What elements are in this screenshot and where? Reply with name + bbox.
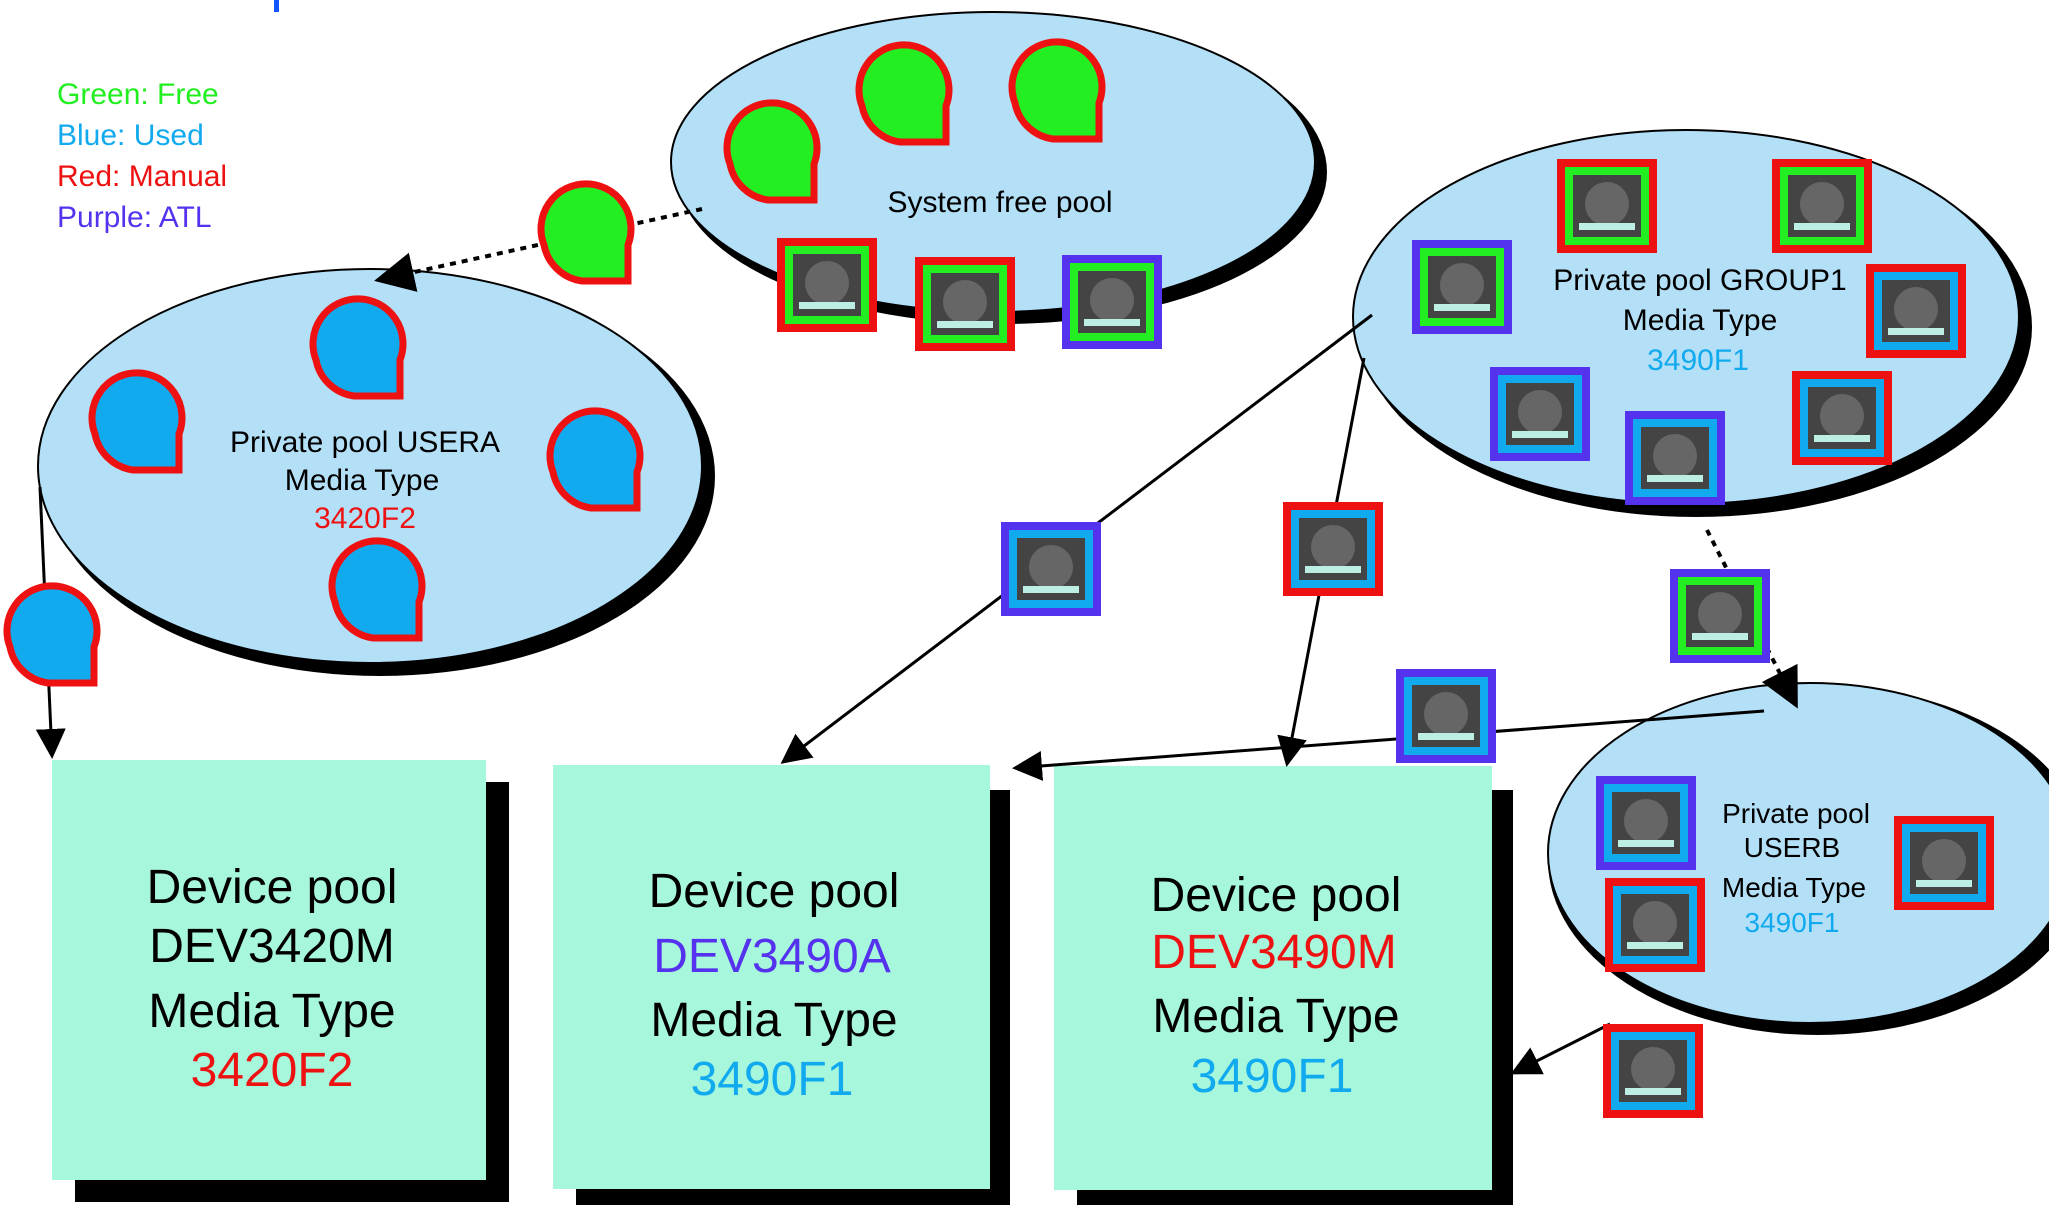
pool-label: Media Type <box>1722 872 1866 903</box>
pool-label: System free pool <box>887 186 1112 219</box>
private-pool-usera: Private pool USERA Media Type 3420F2 <box>37 268 715 676</box>
pool-label: Private pool GROUP1 <box>1553 264 1846 297</box>
tape-reel <box>328 537 426 642</box>
device-pool-label: DEV3420M <box>149 920 394 973</box>
tape-reel <box>855 41 953 146</box>
pool-label: Media Type <box>1623 304 1778 337</box>
device-pool-label: Media Type <box>650 994 897 1047</box>
device-pool-label: Media Type <box>1152 990 1399 1043</box>
pool-label: 3490F1 <box>1745 907 1840 938</box>
reels <box>3 38 1106 687</box>
tape-cartridge <box>1596 776 1696 870</box>
tape-reel <box>88 369 186 474</box>
device-pool-dev3420m: Device pool DEV3420M Media Type 3420F2 <box>52 760 509 1202</box>
tape-cartridge <box>1412 240 1512 334</box>
tape-reel <box>537 180 635 285</box>
legend-atl: Purple: ATL <box>57 201 212 234</box>
tape-cartridge <box>1605 878 1705 972</box>
tape-cartridge <box>1490 367 1590 461</box>
tape-cartridge <box>1283 502 1383 596</box>
tape-reel <box>723 99 821 204</box>
tape-cartridge <box>1866 264 1966 358</box>
tape-cartridge <box>1792 371 1892 465</box>
tape-cartridge <box>1396 669 1496 763</box>
legend-used: Blue: Used <box>57 119 204 152</box>
device-pool-label: 3420F2 <box>191 1044 354 1097</box>
pool-label: Media Type <box>285 464 440 497</box>
device-pool-label: Media Type <box>148 985 395 1038</box>
pool-label: Private pool <box>1722 798 1870 829</box>
tape-cartridge <box>1603 1024 1703 1118</box>
cartridges <box>777 159 1994 1118</box>
pool-label: USERB <box>1744 832 1840 863</box>
tape-reel <box>1008 38 1106 143</box>
tape-cartridge <box>1557 159 1657 253</box>
arrow-userb-to-dev3490a <box>1012 709 1765 781</box>
header-fragment <box>274 0 279 12</box>
pool-label: Private pool USERA <box>230 426 500 459</box>
device-pool-label: DEV3490M <box>1151 926 1396 979</box>
device-pool-label: Device pool <box>147 861 398 914</box>
tape-reel <box>546 407 644 512</box>
device-pool-label: Device pool <box>649 865 900 918</box>
tape-cartridge <box>1062 255 1162 349</box>
tape-cartridge <box>1625 411 1725 505</box>
arrow-system-to-usera <box>374 207 703 292</box>
tape-cartridge <box>1894 816 1994 910</box>
tape-cartridge <box>1001 522 1101 616</box>
tape-cartridge <box>1670 569 1770 663</box>
tape-reel <box>309 295 407 400</box>
device-pool-label: 3490F1 <box>1191 1050 1354 1103</box>
device-pool-dev3490a: Device pool DEV3490A Media Type 3490F1 <box>553 765 1010 1205</box>
pool-label: 3420F2 <box>314 502 416 535</box>
device-pool-label: 3490F1 <box>691 1053 854 1106</box>
legend-manual: Red: Manual <box>57 160 228 193</box>
arrow-userb-to-dev3490m <box>1510 1022 1611 1075</box>
device-pool-dev3490m: Device pool DEV3490M Media Type 3490F1 <box>1054 766 1513 1205</box>
device-pool-label: Device pool <box>1151 869 1402 922</box>
tape-cartridge <box>777 238 877 332</box>
legend-free: Green: Free <box>57 78 219 111</box>
tape-reel <box>3 582 101 687</box>
tape-cartridge <box>1772 159 1872 253</box>
tape-cartridge <box>915 257 1015 351</box>
device-pool-label: DEV3490A <box>653 930 891 983</box>
pool-label: 3490F1 <box>1647 344 1749 377</box>
